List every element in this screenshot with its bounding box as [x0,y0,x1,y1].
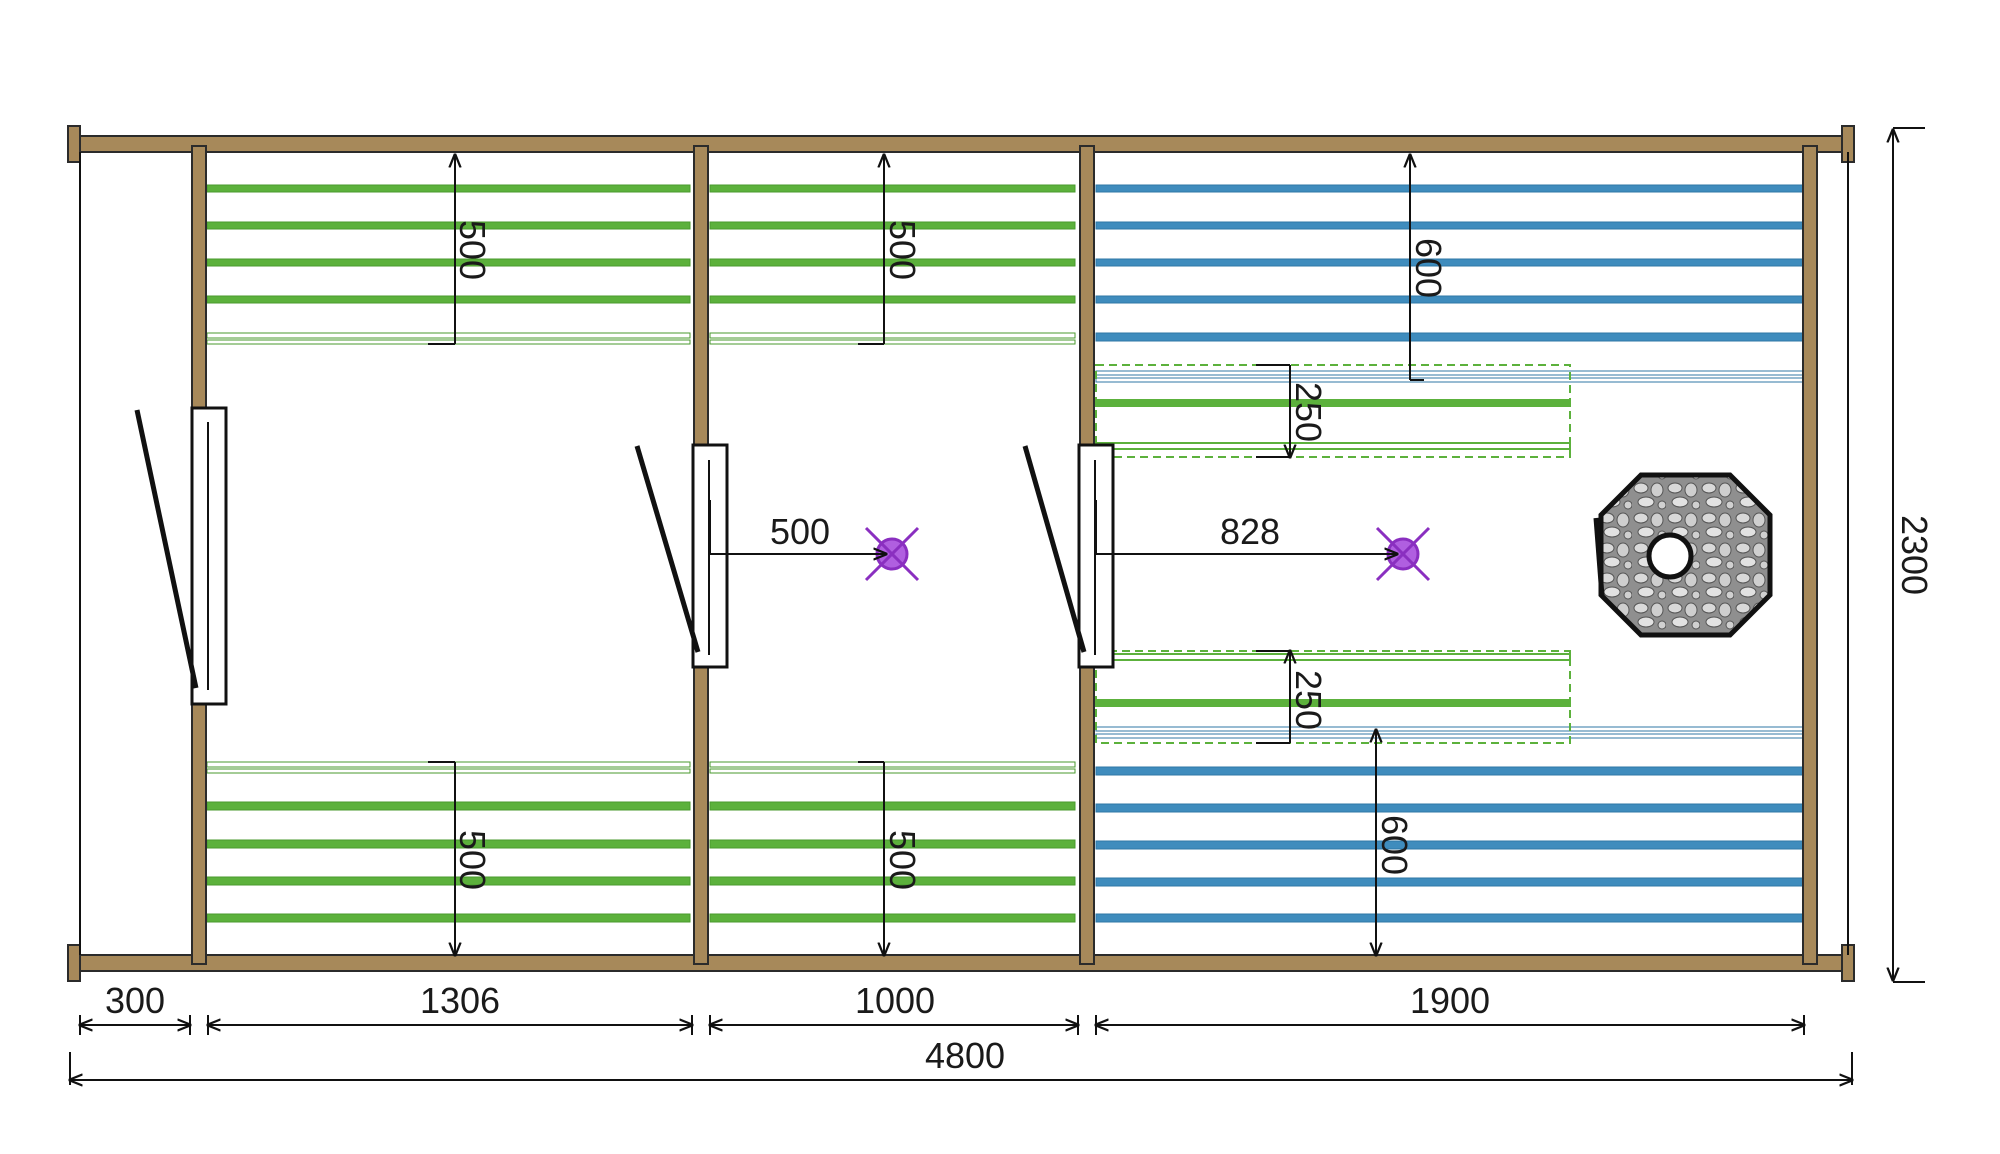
dim-total-height: 2300 [1894,515,1935,595]
door-room3 [1022,443,1115,669]
bench-room1-bottom [206,761,691,923]
dim-section-1900: 1900 [1410,980,1490,1021]
step-room3-bottom [1095,650,1571,744]
dim-section-300: 300 [105,980,165,1021]
dim-room1-bench-bottom: 500 [452,830,493,890]
bench-room2-top [709,184,1076,345]
dim-total-length: 4800 [925,1035,1005,1076]
dim-section-1000: 1000 [855,980,935,1021]
dim-room3-step-bottom: 250 [1288,670,1329,730]
dimension-lines [70,127,1925,1085]
bench-room1-top [206,184,691,345]
dim-room3-lamp-offset: 828 [1220,511,1280,552]
dim-room1-bench-top: 500 [452,220,493,280]
door-room2 [634,443,729,669]
dim-room3-bench-bottom: 600 [1374,815,1415,875]
bench-room3-top [1095,184,1805,383]
bench-room2-bottom [709,761,1076,923]
door-entrance [134,406,228,706]
dim-room3-bench-top: 600 [1408,238,1449,298]
outer-walls [67,125,1855,982]
dim-room3-step-top: 250 [1288,382,1329,442]
bench-room3-bottom [1095,726,1805,923]
sauna-stove-icon [1593,472,1773,638]
dim-section-1306: 1306 [420,980,500,1021]
dim-room2-lamp-offset: 500 [770,511,830,552]
ceiling-light-icon [864,526,920,582]
dim-room2-bench-bottom: 500 [882,830,923,890]
dim-room2-bench-top: 500 [882,220,923,280]
ceiling-light-icon [1375,526,1431,582]
